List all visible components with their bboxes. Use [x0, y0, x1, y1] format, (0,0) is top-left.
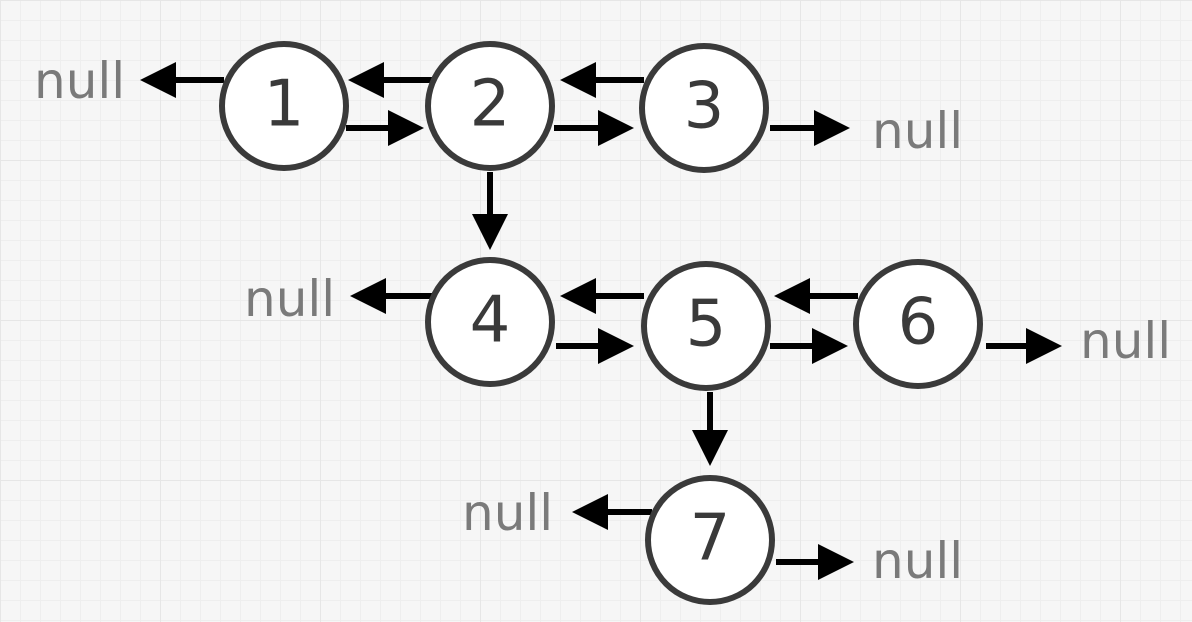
null-label-left-4: null [244, 270, 335, 328]
node-4: 4 [425, 257, 555, 387]
node-1: 1 [219, 41, 349, 171]
null-label-left-1: null [34, 52, 125, 110]
null-label-right-6: null [1080, 312, 1171, 370]
node-1-circle [219, 41, 349, 171]
node-7-circle [645, 475, 775, 605]
null-label-left-7: null [462, 484, 553, 542]
node-4-circle [425, 257, 555, 387]
node-6-circle [853, 259, 983, 389]
node-3-label: 3 [684, 70, 725, 144]
null-label-right-3: null [872, 102, 963, 160]
node-7: 7 [645, 475, 775, 605]
null-label-right-7: null [872, 532, 963, 590]
node-4-label: 4 [470, 284, 511, 358]
node-2-label: 2 [470, 68, 511, 142]
null-labels: null null null null null null [34, 52, 1171, 590]
node-3: 3 [639, 43, 769, 173]
node-2-circle [425, 41, 555, 171]
node-3-circle [639, 43, 769, 173]
edges [140, 62, 1062, 580]
node-6: 6 [853, 259, 983, 389]
node-1-label: 1 [264, 68, 305, 142]
node-7-label: 7 [690, 502, 731, 576]
node-5: 5 [641, 261, 771, 391]
node-5-circle [641, 261, 771, 391]
node-6-label: 6 [898, 286, 939, 360]
node-5-label: 5 [686, 288, 727, 362]
node-2: 2 [425, 41, 555, 171]
